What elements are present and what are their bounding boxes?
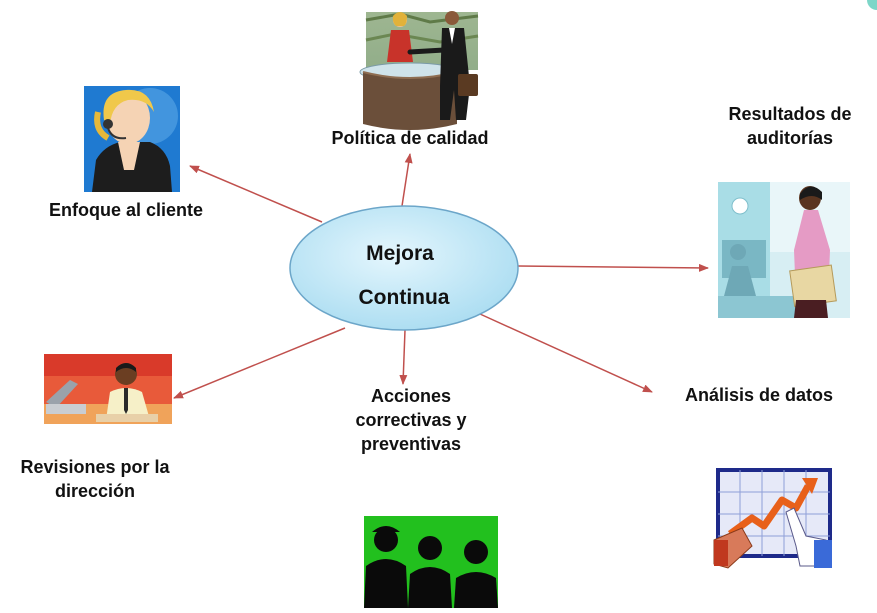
- label-acciones-line1: Acciones: [370, 386, 452, 406]
- call-center-operator-icon: [84, 86, 180, 192]
- label-acciones: Acciones correctivas y preventivas: [336, 384, 486, 456]
- arrow-to-enfoque: [189, 165, 323, 223]
- label-acciones-line3: preventivas: [360, 434, 462, 454]
- label-acciones-line2: correctivas y: [355, 410, 467, 430]
- center-label-line1: Mejora: [366, 242, 434, 265]
- center-label-line2: Continua: [358, 286, 450, 309]
- arrow-to-resultados: [517, 263, 709, 272]
- arrow-to-revisiones: [173, 327, 346, 399]
- worker-silhouettes-icon: [364, 516, 498, 608]
- label-revisiones: Revisiones por la dirección: [0, 455, 190, 503]
- manager-at-desk-icon: [44, 354, 172, 424]
- label-resultados: Resultados de auditorías: [700, 102, 877, 150]
- center-ellipse: [289, 205, 519, 331]
- business-handshake-icon: [359, 11, 479, 130]
- arrow-to-politica: [401, 153, 413, 207]
- arrows: [173, 153, 709, 399]
- office-worker-icon: [718, 182, 850, 318]
- label-politica: Política de calidad: [331, 128, 489, 148]
- label-revisiones-line2: dirección: [54, 481, 136, 501]
- label-enfoque: Enfoque al cliente: [48, 200, 204, 220]
- growth-chart-icon: [713, 468, 832, 569]
- arrow-to-analisis: [479, 313, 653, 393]
- label-resultados-line2: auditorías: [746, 128, 834, 148]
- label-analisis: Análisis de datos: [684, 385, 834, 405]
- arrow-to-acciones: [399, 329, 408, 385]
- label-revisiones-line1: Revisiones por la: [20, 457, 170, 477]
- slide-corner-accent: [867, 0, 877, 10]
- label-resultados-line1: Resultados de: [728, 104, 852, 124]
